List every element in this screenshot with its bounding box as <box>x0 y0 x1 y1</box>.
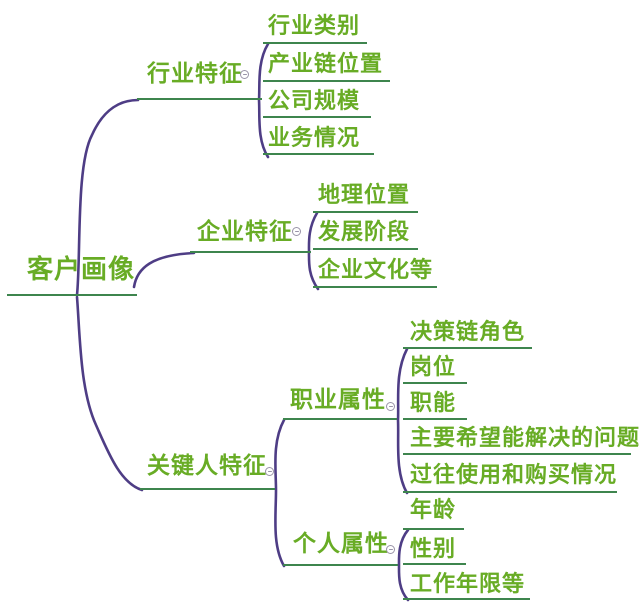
node-label: 企业文化等 <box>318 258 434 283</box>
connector-root-to-keyperson <box>75 295 144 492</box>
node-label: 岗位 <box>410 355 457 380</box>
node-label: 发展阶段 <box>318 220 411 245</box>
brace-keyperson-children <box>274 418 286 568</box>
node-age[interactable]: 年龄 <box>403 500 464 530</box>
node-root-customer-portrait[interactable]: 客户画像 <box>7 257 137 296</box>
brace-profession-children <box>396 347 409 495</box>
node-label: 主要希望能解决的问题 <box>410 426 640 451</box>
node-post[interactable]: 岗位 <box>403 357 467 384</box>
brace-personal-children <box>397 528 410 602</box>
collapse-icon[interactable] <box>240 70 249 79</box>
node-label: 企业特征 <box>197 219 293 245</box>
node-work-years[interactable]: 工作年限等 <box>403 574 530 600</box>
node-label: 业务情况 <box>268 126 361 151</box>
node-label: 决策链角色 <box>410 320 526 345</box>
node-industry-traits[interactable]: 行业特征 <box>137 63 262 100</box>
node-label: 客户画像 <box>27 255 136 285</box>
node-profession-attributes[interactable]: 职业属性 <box>283 389 397 420</box>
node-past-usage-purchase[interactable]: 过往使用和购买情况 <box>403 465 617 493</box>
node-label: 职业属性 <box>290 387 386 413</box>
connector-root-to-enterprise <box>132 251 196 289</box>
collapse-icon[interactable] <box>265 467 274 476</box>
node-label: 产业链位置 <box>268 52 384 77</box>
node-personal-attributes[interactable]: 个人属性 <box>283 533 398 566</box>
node-label: 行业类别 <box>268 14 361 39</box>
node-corporate-culture[interactable]: 企业文化等 <box>313 260 437 288</box>
node-label: 年龄 <box>410 498 457 523</box>
collapse-icon[interactable] <box>386 545 395 554</box>
node-key-person-traits[interactable]: 关键人特征 <box>140 455 275 490</box>
collapse-icon[interactable] <box>386 402 395 411</box>
node-label: 关键人特征 <box>147 453 267 479</box>
node-company-scale[interactable]: 公司规模 <box>263 91 371 118</box>
node-gender[interactable]: 性别 <box>403 539 466 565</box>
connector-root-to-industry <box>75 98 140 297</box>
node-industry-category[interactable]: 行业类别 <box>263 16 367 44</box>
node-label: 公司规模 <box>268 89 361 114</box>
brace-industry-children <box>257 42 270 159</box>
node-business-situation[interactable]: 业务情况 <box>263 128 374 155</box>
node-label: 地理位置 <box>318 183 411 208</box>
node-decision-chain-role[interactable]: 决策链角色 <box>403 322 532 349</box>
node-industry-chain-position[interactable]: 产业链位置 <box>263 54 390 82</box>
node-label: 工作年限等 <box>410 572 526 597</box>
node-label: 个人属性 <box>293 531 389 557</box>
node-problems-to-solve[interactable]: 主要希望能解决的问题 <box>403 428 639 455</box>
collapse-icon[interactable] <box>292 227 301 236</box>
node-label: 性别 <box>410 537 457 562</box>
node-label: 行业特征 <box>147 61 243 87</box>
node-label: 过往使用和购买情况 <box>410 463 618 488</box>
node-development-stage[interactable]: 发展阶段 <box>313 222 418 250</box>
node-geographic-location[interactable]: 地理位置 <box>313 185 418 213</box>
node-label: 职能 <box>410 391 457 416</box>
node-enterprise-traits[interactable]: 企业特征 <box>190 221 311 253</box>
node-function[interactable]: 职能 <box>403 393 467 420</box>
